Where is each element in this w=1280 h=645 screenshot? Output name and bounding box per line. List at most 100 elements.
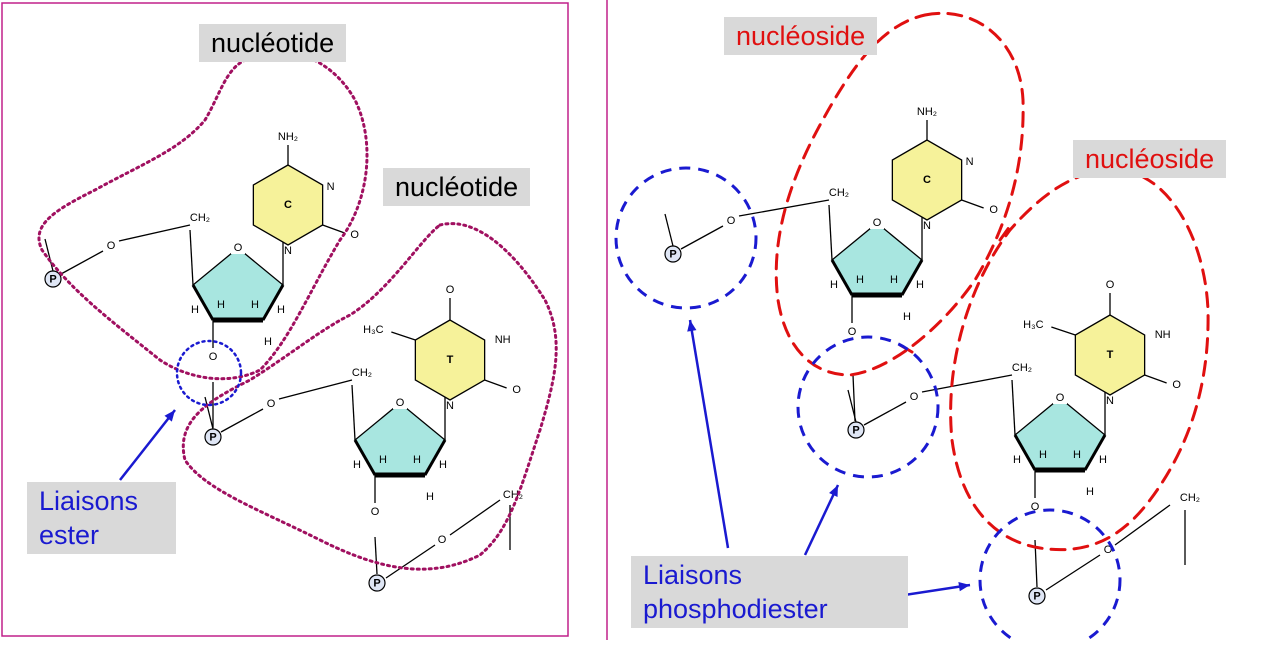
left-cytidine-sugar-o-bg xyxy=(231,242,245,254)
right-cytidine-sugar-h3: H xyxy=(890,274,898,286)
left-thymidine-sugar-ring-oxygen: O xyxy=(396,397,405,409)
left-cytidine-base-letter: C xyxy=(284,199,292,211)
right-thymidine-sugar-h1: H xyxy=(1013,454,1021,466)
right-thymidine-sugar-h2: H xyxy=(1039,449,1047,461)
left-terminal-phosphate-label: P xyxy=(373,577,380,589)
left-thymidine-p-o-bond xyxy=(220,408,264,433)
left-thymidine-base-n-bottom: N xyxy=(446,400,454,412)
right-arrow-1-head xyxy=(687,320,697,332)
left-thymidine-sugar-bold-right xyxy=(423,439,447,476)
right-thymidine-base-ch3: H₃C xyxy=(1023,319,1043,331)
left-label-ester-bonds: Liaisons ester xyxy=(27,482,176,554)
right-thymidine-sugar-h3: H xyxy=(1073,449,1081,461)
left-terminal-o: O xyxy=(438,534,447,546)
right-arrow-3-head xyxy=(958,582,970,592)
left-thymidine-base-letter: T xyxy=(447,354,454,366)
left-ester-arrow-shaft xyxy=(119,409,176,481)
left-nucleotide-outline-bottom xyxy=(181,222,558,571)
left-thymidine-phosphate-label: P xyxy=(209,431,216,443)
left-thymidine-ester-o: O xyxy=(267,398,276,410)
right-terminal-ch2: CH₂ xyxy=(1180,492,1200,504)
left-cytidine-base-co-bond xyxy=(322,224,345,234)
left-terminal-o-p xyxy=(374,536,378,575)
right-thymidine-sugar-h4: H xyxy=(1099,454,1107,466)
right-thymidine-sugar-bold-right xyxy=(1083,434,1107,471)
right-cytidine-sugar-bold-right xyxy=(900,259,924,296)
right-thymidine-base-co-bond xyxy=(1144,374,1167,384)
right-thymidine-sugar-ring-oxygen: O xyxy=(1056,392,1065,404)
left-cytidine-base-nh2: NH₂ xyxy=(278,131,298,143)
right-cytidine-base-ring xyxy=(891,139,963,221)
right-thymidine-3-o: O xyxy=(1031,501,1040,513)
right-cytidine-o-ch2-bond xyxy=(738,199,830,217)
right-label-nucleoside-top: nucléoside xyxy=(724,17,878,55)
left-label-nucleotide-top: nucléotide xyxy=(199,24,347,62)
left-cytidine-ester-o: O xyxy=(107,240,116,252)
left-thymidine-o-ch2-bond xyxy=(278,379,353,400)
right-cytidine-base-letter: C xyxy=(923,174,931,186)
left-thymidine-base-nh: NH xyxy=(495,334,511,346)
right-thymidine-ester-o: O xyxy=(910,391,919,403)
right-thymidine-sugar-bold-left xyxy=(1013,434,1037,471)
right-thymidine-ch2: CH₂ xyxy=(1012,362,1032,374)
right-cytidine-phosphate-label: P xyxy=(669,248,676,260)
right-terminal-p-o xyxy=(1045,554,1101,591)
left-thymidine-sugar-h4: H xyxy=(439,459,447,471)
left-ester-bond-circle xyxy=(175,339,243,407)
left-thymidine-sugar-c4-stem xyxy=(351,384,356,441)
right-cytidine-base-n-right: N xyxy=(966,156,974,168)
right-terminal-o: O xyxy=(1104,544,1113,556)
right-terminal-o-ch2 xyxy=(1114,504,1171,546)
left-cytidine-sugar-h1: H xyxy=(191,304,199,316)
right-cytidine-base-nh2: NH₂ xyxy=(917,106,937,118)
left-cytidine-sugar-h5: H xyxy=(264,336,272,348)
right-bond-circle-2 xyxy=(796,335,940,479)
left-thymidine-base-ch3-bond xyxy=(391,331,416,341)
left-terminal-p-o xyxy=(385,544,436,579)
left-cytidine-base-n-right: N xyxy=(327,181,335,193)
right-thymidine-p-o-bond xyxy=(863,401,907,426)
right-arrow-2-head xyxy=(829,485,838,497)
left-thymidine-p-stub xyxy=(204,396,214,430)
right-cytidine-ch2: CH₂ xyxy=(829,187,849,199)
right-cytidine-p-stub xyxy=(664,213,674,247)
left-cytidine-sugar-h3: H xyxy=(251,299,259,311)
right-arrow-1-shaft xyxy=(688,319,730,549)
right-arrow-2-shaft xyxy=(803,484,840,556)
right-bond-circle-1 xyxy=(614,166,758,310)
right-thymidine-base-ch3-bond xyxy=(1051,326,1076,336)
left-thymidine-sugar-h5: H xyxy=(426,491,434,503)
right-cytidine-sugar-h1: H xyxy=(830,279,838,291)
right-cytidine-sugar-h4: H xyxy=(916,279,924,291)
right-cytidine-base-co-bond xyxy=(961,199,984,209)
right-nucleoside-outline-bottom xyxy=(949,168,1210,552)
right-thymidine-sugar-h5: H xyxy=(1086,486,1094,498)
right-thymidine-base-o-top: O xyxy=(1106,279,1115,291)
left-cytidine-base-n-bottom: N xyxy=(284,245,292,257)
left-cytidine-base-ring xyxy=(252,164,324,246)
right-cytidine-sugar-ring-oxygen: O xyxy=(873,217,882,229)
right-label-nucleoside-middle: nucléoside xyxy=(1073,140,1227,178)
left-cytidine-sugar-bold-left xyxy=(191,284,215,321)
left-terminal-o-ch2 xyxy=(449,499,501,536)
right-outline-stub-a xyxy=(998,224,1012,242)
right-terminal-phosphate-circle xyxy=(1028,587,1046,605)
left-thymidine-base-o-top: O xyxy=(446,284,455,296)
right-nucleoside-outline-top xyxy=(774,11,1025,377)
left-panel-border xyxy=(1,2,569,637)
right-cytidine-p-o-bond xyxy=(680,225,724,250)
right-cytidine-3-o: O xyxy=(848,326,857,338)
left-thymidine-sugar-bold-left xyxy=(353,439,377,476)
left-nucleotide-outline-top xyxy=(37,49,369,381)
left-terminal-phosphate-circle xyxy=(368,574,386,592)
right-thymidine-sugar-c4-stem xyxy=(1011,379,1016,436)
left-thymidine-base-o: O xyxy=(512,384,521,396)
left-ester-arrow-head xyxy=(164,410,175,422)
left-cytidine-sugar-h4: H xyxy=(277,304,285,316)
left-thymidine-base-ch3: H₃C xyxy=(363,324,383,336)
left-thymidine-sugar-h3: H xyxy=(413,454,421,466)
left-thymidine-sugar-h2: H xyxy=(379,454,387,466)
left-thymidine-ch2: CH₂ xyxy=(352,367,372,379)
left-cytidine-sugar-bold-right xyxy=(261,284,285,321)
